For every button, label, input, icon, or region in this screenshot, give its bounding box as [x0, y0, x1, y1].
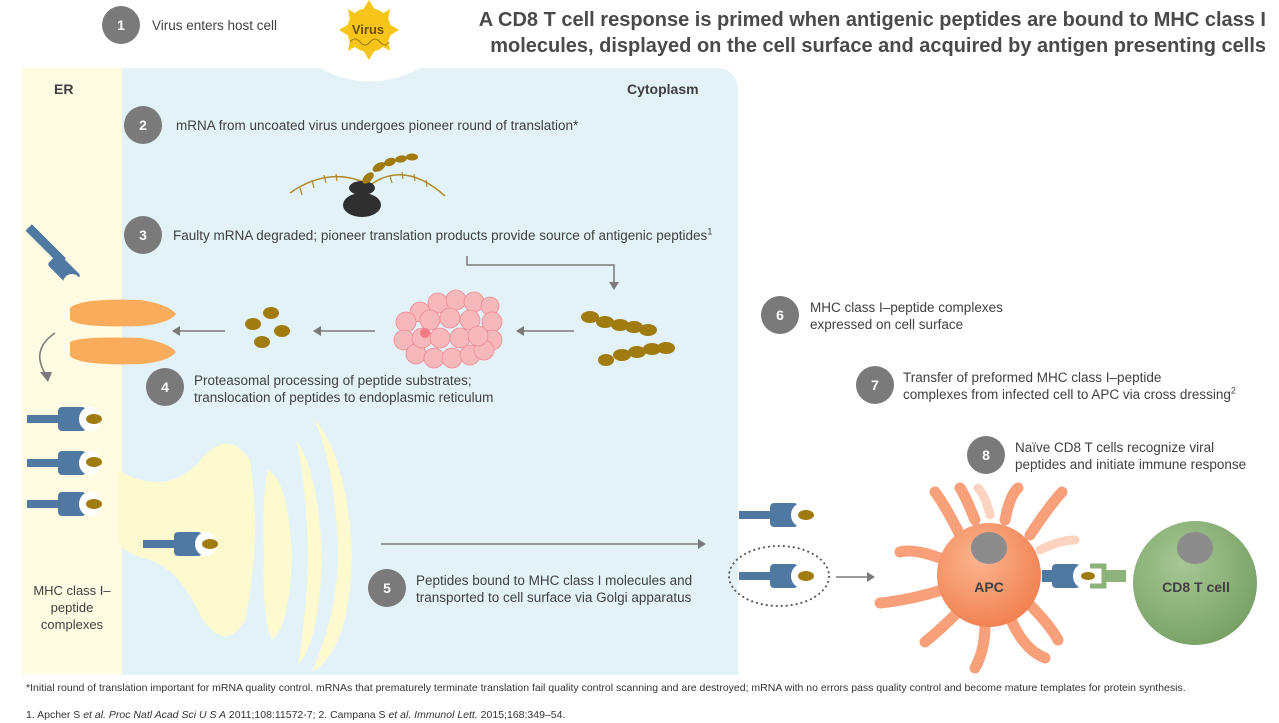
- cd8-t-cell: [1133, 521, 1257, 645]
- cytoplasm-label: Cytoplasm: [627, 81, 699, 97]
- step-5-text: Peptides bound to MHC class I molecules …: [416, 573, 693, 605]
- step-circle-5: 5: [368, 569, 406, 607]
- step-circle-2: 2: [124, 106, 162, 144]
- svg-text:8: 8: [982, 447, 990, 463]
- svg-text:2: 2: [139, 117, 147, 133]
- svg-text:6: 6: [776, 307, 784, 323]
- er-region: [22, 68, 122, 675]
- peptide-chains-icon: [581, 311, 675, 366]
- step-circle-4: 4: [146, 368, 184, 406]
- step-circle-7: 7: [856, 366, 894, 404]
- mhc-complex-golgi: [143, 532, 218, 556]
- svg-text:7: 7: [871, 377, 879, 393]
- footnote-references: 1. Apcher S et al. Proc Natl Acad Sci U …: [26, 709, 566, 721]
- ribosome-translation-icon: [289, 153, 446, 217]
- mhc-loading-complex: [25, 224, 81, 292]
- step-circle-1: 1: [102, 6, 140, 44]
- mhc-complex-cross-dressing: [728, 545, 830, 607]
- apc-cell: [874, 482, 1080, 674]
- cd8-label: CD8 T cell: [1162, 579, 1230, 595]
- flow-arrow: [466, 256, 615, 283]
- er-label: ER: [54, 81, 74, 97]
- er-curved-arrow: [39, 332, 56, 376]
- svg-text:1: 1: [117, 17, 125, 33]
- step-3-text: Faulty mRNA degraded; pioneer translatio…: [173, 226, 713, 243]
- footnote-asterisk: *Initial round of translation important …: [26, 682, 1186, 694]
- mhc-complex-surface: [739, 503, 814, 527]
- proteasome-icon: [393, 289, 503, 369]
- svg-text:3: 3: [139, 227, 147, 243]
- step-circle-3: 3: [124, 216, 162, 254]
- page-title: A CD8 T cell response is primed when ant…: [440, 7, 1266, 59]
- step-7-text: Transfer of preformed MHC class I–peptid…: [903, 370, 1236, 402]
- step-circle-8: 8: [967, 436, 1005, 474]
- step-circle-6: 6: [761, 296, 799, 334]
- title-line-1: A CD8 T cell response is primed when ant…: [478, 9, 1266, 31]
- short-peptides-icon: [245, 307, 290, 348]
- apc-tcr-synapse: [1042, 563, 1126, 589]
- er-tap-channel: [70, 299, 176, 365]
- arrowhead: [609, 282, 619, 290]
- step-1-text: Virus enters host cell: [152, 18, 278, 33]
- step-2-text: mRNA from uncoated virus undergoes pione…: [176, 118, 579, 133]
- virus-label: Virus: [352, 22, 384, 37]
- step-4-text: Proteasomal processing of peptide substr…: [194, 373, 494, 405]
- apc-label: APC: [974, 579, 1004, 595]
- title-line-2: molecules, displayed on the cell surface…: [490, 35, 1266, 57]
- virus-icon: [339, 0, 399, 60]
- mhc-complex-er: [27, 407, 102, 516]
- svg-text:4: 4: [161, 379, 169, 395]
- svg-text:5: 5: [383, 580, 391, 596]
